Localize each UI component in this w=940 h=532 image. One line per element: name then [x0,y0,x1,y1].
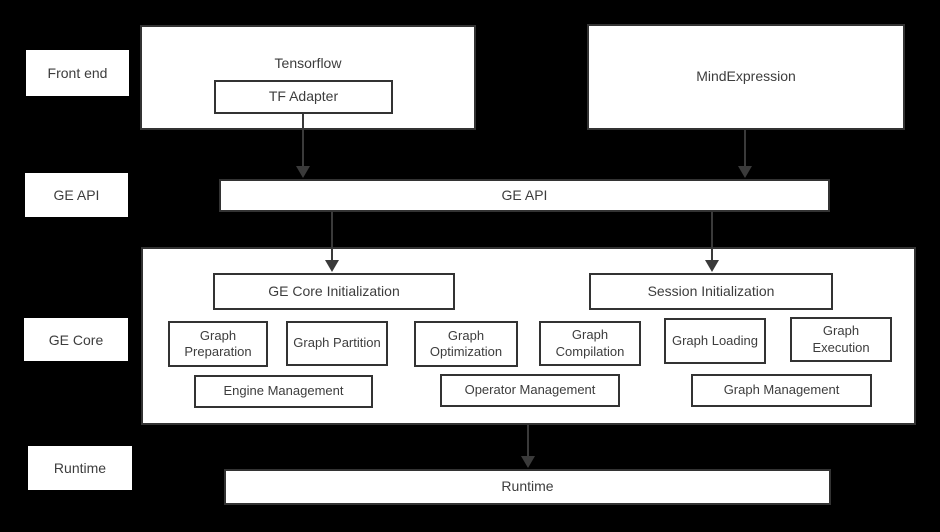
arrow-head-icon [296,166,310,178]
arrow-shaft [711,212,713,260]
layer-label-ge-core: GE Core [24,318,128,361]
arrow-shaft [331,212,333,260]
arrow-head-icon [705,260,719,272]
ge-core-initialization-box: GE Core Initialization [213,273,455,310]
arrow-head-icon [325,260,339,272]
graph-optimization-box: Graph Optimization [414,321,518,367]
graph-execution-box: Graph Execution [790,317,892,362]
graph-management-box: Graph Management [691,374,872,407]
graph-preparation-box: Graph Preparation [168,321,268,367]
graph-partition-box: Graph Partition [286,321,388,366]
runtime-bar: Runtime [224,469,831,505]
ge-api-bar: GE API [219,179,830,212]
arrow-head-icon [521,456,535,468]
operator-management-box: Operator Management [440,374,620,407]
layer-label-front-end: Front end [26,50,129,96]
arrow-tf-adapter-to-ge-api [296,114,310,178]
graph-loading-box: Graph Loading [664,318,766,364]
arrow-ge-api-to-ge-core-init [325,212,339,272]
layer-label-runtime: Runtime [28,446,132,490]
arrow-mindexpression-to-ge-api [738,130,752,178]
arrow-head-icon [738,166,752,178]
arrow-ge-api-to-session-init [705,212,719,272]
arrow-ge-core-to-runtime [521,425,535,468]
engine-management-box: Engine Management [194,375,373,408]
arrow-shaft [744,130,746,166]
arrow-shaft [527,425,529,456]
layer-label-ge-api: GE API [25,173,128,217]
session-initialization-box: Session Initialization [589,273,833,310]
mindexpression-box: MindExpression [587,24,905,130]
arrow-shaft [302,114,304,166]
tensorflow-title: Tensorflow [274,55,342,71]
tf-adapter-box: TF Adapter [214,80,393,114]
graph-compilation-box: Graph Compilation [539,321,641,366]
